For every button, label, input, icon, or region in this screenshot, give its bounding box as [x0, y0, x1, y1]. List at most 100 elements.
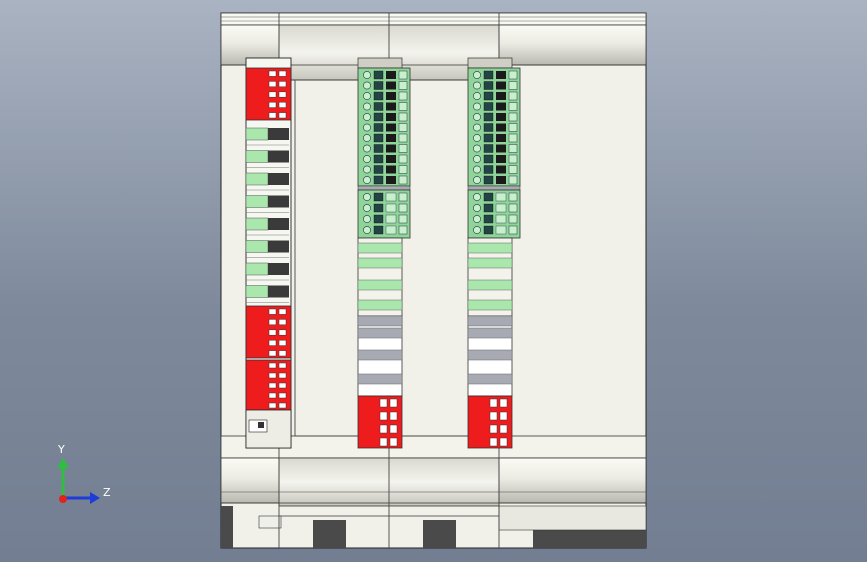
connector-screw — [473, 71, 481, 79]
connector-latch — [508, 165, 518, 174]
connector-latch — [508, 70, 518, 80]
connector-latch — [508, 112, 518, 122]
connector-latch — [398, 203, 408, 213]
red-terminal-slot — [268, 392, 277, 399]
red-terminal-slot — [499, 398, 508, 408]
terminal-screw-slot — [268, 285, 289, 298]
green-strip — [357, 299, 403, 311]
connector-socket — [483, 165, 494, 174]
connector-gap — [357, 185, 411, 191]
connector-socket — [386, 165, 396, 174]
red-terminal-slot — [268, 372, 277, 379]
connector-screw — [363, 134, 371, 142]
connector-socket — [483, 133, 494, 143]
connector-latch — [398, 165, 408, 174]
red-terminal-slot — [278, 382, 287, 389]
connector-socket — [386, 71, 396, 79]
green-terminal-cell — [245, 127, 269, 141]
connector-latch — [398, 112, 408, 122]
green-terminal-cell — [245, 172, 269, 186]
connector-latch — [508, 175, 518, 185]
connector-socket — [373, 123, 384, 132]
connector-socket — [483, 123, 494, 132]
red-terminal-slot — [278, 402, 287, 409]
green-strip — [467, 242, 513, 254]
red-terminal-slot — [379, 437, 388, 447]
grey-band — [467, 327, 513, 339]
connector-socket — [385, 214, 397, 224]
connector-latch — [398, 102, 408, 111]
red-terminal-slot — [389, 437, 398, 447]
connector-socket — [496, 123, 506, 132]
connector-socket — [386, 92, 396, 100]
connector-latch — [398, 81, 408, 90]
red-terminal-slot — [268, 91, 277, 98]
connector-socket — [483, 225, 494, 235]
connector-screw — [363, 113, 371, 121]
io-module-middle — [357, 57, 411, 449]
y-axis-label: Y — [58, 443, 65, 456]
green-strip — [467, 299, 513, 311]
connector-latch — [508, 81, 518, 90]
connector-socket — [483, 144, 494, 153]
connector-screw — [473, 113, 481, 121]
connector-latch — [398, 133, 408, 143]
connector-socket — [373, 81, 384, 90]
connector-screw — [473, 123, 481, 132]
module-header — [467, 57, 513, 69]
io-module-right — [467, 57, 521, 449]
red-terminal-slot — [489, 437, 498, 447]
green-strip — [357, 257, 403, 269]
red-terminal-slot — [268, 329, 277, 336]
connector-gap — [467, 185, 521, 191]
connector-screw — [473, 144, 481, 153]
connector-socket — [373, 165, 384, 174]
terminal-screw-slot — [268, 263, 289, 275]
terminal-screw-slot — [268, 128, 289, 140]
red-terminal-slot — [389, 398, 398, 408]
grey-band — [357, 373, 403, 385]
connector-latch — [398, 123, 408, 132]
red-terminal-slot — [278, 308, 287, 315]
red-terminal-slot — [379, 411, 388, 421]
grey-band — [467, 349, 513, 361]
connector-screw — [363, 71, 371, 79]
red-terminal-slot — [379, 398, 388, 408]
connector-socket — [373, 70, 384, 80]
connector-screw — [473, 204, 481, 212]
connector-socket — [496, 81, 506, 90]
terminal-screw-slot — [268, 218, 289, 230]
red-terminal-slot — [489, 411, 498, 421]
grey-band — [467, 373, 513, 385]
red-terminal-block-top — [245, 67, 292, 121]
connector-socket — [483, 91, 494, 101]
left-module — [245, 57, 292, 449]
connector-screw — [363, 193, 371, 201]
grey-band — [357, 349, 403, 361]
y-axis-arrowhead — [57, 458, 69, 468]
connector-socket — [386, 155, 396, 163]
connector-latch — [398, 144, 408, 153]
connector-screw — [363, 215, 371, 223]
connector-latch — [398, 70, 408, 80]
red-terminal-slot — [268, 112, 277, 119]
connector-socket — [483, 192, 494, 202]
red-terminal-slot — [268, 101, 277, 108]
connector-latch — [508, 225, 518, 235]
red-terminal-slot — [278, 362, 287, 369]
connector-socket — [373, 225, 384, 235]
connector-socket — [495, 225, 507, 235]
connector-socket — [385, 203, 397, 213]
connector-socket — [483, 154, 494, 164]
red-terminal-block-bottom — [245, 305, 292, 411]
connector-latch — [398, 154, 408, 164]
terminal-screw-slot — [268, 195, 289, 208]
red-terminal-slot — [278, 392, 287, 399]
green-strip — [357, 279, 403, 291]
green-strip — [357, 242, 403, 254]
connector-socket — [373, 144, 384, 153]
connector-screw — [473, 155, 481, 163]
red-terminal-slot — [278, 81, 287, 88]
